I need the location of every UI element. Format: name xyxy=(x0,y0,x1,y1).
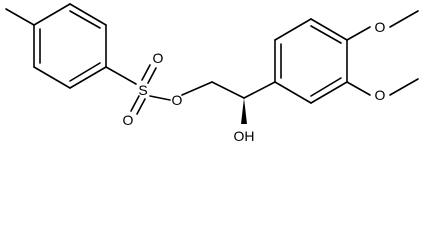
s-o-double-bond xyxy=(147,67,157,84)
ring-sulfur-bond xyxy=(105,66,137,85)
ring-inner-bond xyxy=(310,77,342,97)
ring-inner-bond xyxy=(310,25,342,44)
methoxy-bottom-oxygen-label: O xyxy=(375,87,386,103)
ring-bond xyxy=(33,66,71,89)
s-o-ester-bond xyxy=(149,95,171,101)
ring-bond xyxy=(310,18,348,41)
methoxy-bottom-bond xyxy=(346,81,371,96)
ester-ch2-bond xyxy=(181,81,213,96)
ring-bond xyxy=(274,18,312,41)
toluene-ring xyxy=(33,3,107,89)
ring-bond xyxy=(69,66,107,89)
chiral-aryl-bond xyxy=(243,81,276,99)
s-o-double-bond xyxy=(141,64,151,81)
ch2-chiral-bond xyxy=(211,81,245,99)
oxygen-ester-label: O xyxy=(172,92,183,108)
s-o-double-bond xyxy=(130,95,140,112)
oxygen-bottom-label: O xyxy=(123,112,134,128)
dimethoxyphenyl-ring xyxy=(274,18,348,104)
molecule-drawing: S O O O OH O O xyxy=(5,3,419,144)
ring-bond xyxy=(310,81,348,104)
stereo-wedge-bond xyxy=(241,98,247,124)
ring-bond xyxy=(33,3,71,26)
methyl-bottom-bond xyxy=(389,78,419,96)
methoxy-top-bond xyxy=(346,26,371,41)
structure-diagram: S O O O OH O O xyxy=(5,3,419,144)
sulfur-label: S xyxy=(138,82,147,98)
methyl-top-bond xyxy=(389,10,419,28)
methyl-bond xyxy=(5,8,35,26)
oxygen-top-label: O xyxy=(153,50,164,66)
sulfonyl-group xyxy=(130,64,171,115)
methoxy-top-oxygen-label: O xyxy=(375,19,386,35)
hydroxyl-label: OH xyxy=(234,128,255,144)
s-o-double-bond xyxy=(136,98,146,115)
ring-inner-bond xyxy=(69,62,101,82)
ring-inner-bond xyxy=(69,10,101,29)
ring-bond xyxy=(274,81,312,104)
ring-bond xyxy=(69,3,107,26)
